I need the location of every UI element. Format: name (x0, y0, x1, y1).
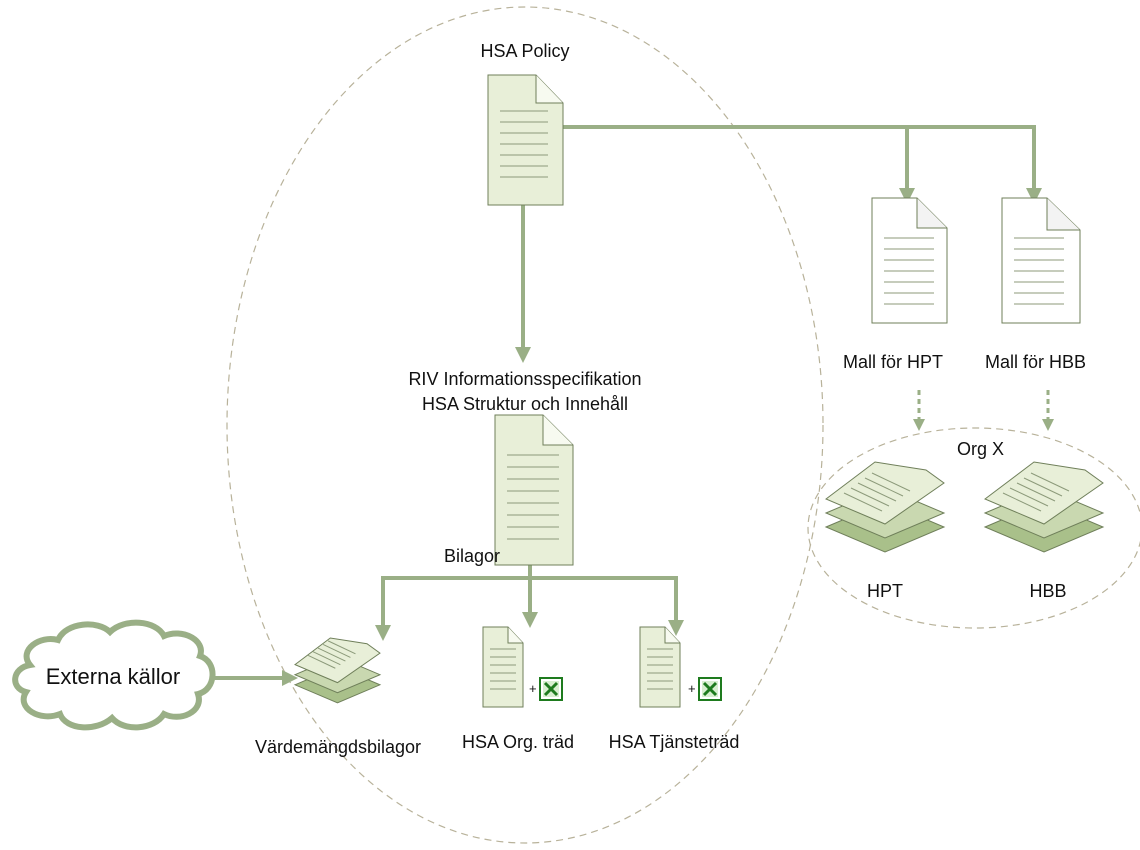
mall-hpt-node: Mall för HPT (843, 197, 948, 372)
mall-hbb-label: Mall för HBB (985, 352, 1086, 372)
document-stack-icon (983, 461, 1105, 553)
org-x-label: Org X (957, 439, 1004, 459)
hsa-org-trad-label: HSA Org. träd (462, 732, 574, 752)
hsa-tjanstetrad-node: + HSA Tjänsteträd (609, 626, 740, 752)
document-text-line (857, 482, 897, 502)
edge-riv-to-vardemangdsbilagor (375, 576, 530, 641)
document-icon (871, 197, 948, 324)
document-text-line (327, 640, 356, 655)
document-icon (494, 414, 574, 566)
excel-icon (698, 677, 722, 701)
document-text-line (1016, 482, 1056, 502)
document-text-line (850, 487, 890, 507)
document-text-line (1030, 472, 1070, 492)
document-icon (1001, 197, 1081, 324)
stack-layer-top (984, 461, 1104, 525)
document-text-line (312, 651, 341, 666)
document-text-line (307, 654, 336, 669)
document-icon (639, 626, 681, 708)
vardemangdsbilagor-node: Värdemängdsbilagor (255, 637, 421, 757)
org-x-ellipse (807, 427, 1140, 629)
plus-sign: + (529, 681, 537, 696)
document-text-line (1023, 477, 1063, 497)
hsa-org-trad-node: + HSA Org. träd (462, 626, 574, 752)
riv-spec-label-line1: RIV Informationsspecifikation (408, 369, 641, 389)
edges (215, 125, 1054, 686)
vardemangdsbilagor-label: Värdemängdsbilagor (255, 737, 421, 757)
document-text-line (1002, 492, 1042, 512)
externa-kallor-label: Externa källor (46, 664, 181, 689)
mall-hpt-label: Mall för HPT (843, 352, 943, 372)
document-text-line (871, 472, 911, 492)
hsa-policy-label: HSA Policy (480, 41, 569, 61)
hpt-node: HPT (824, 461, 946, 601)
excel-icon (539, 677, 563, 701)
document-text-line (843, 492, 883, 512)
riv-spec-label-line2: HSA Struktur och Innehåll (422, 394, 628, 414)
edge-riv-to-hsa-tjanstetrad (530, 576, 684, 636)
mall-hbb-node: Mall för HBB (985, 197, 1086, 372)
externa-kallor-node: Externa källor (12, 619, 216, 731)
hpt-label: HPT (867, 581, 903, 601)
plus-sign: + (688, 681, 696, 696)
stack-layer-top (294, 637, 381, 684)
stack-layer-top (825, 461, 945, 525)
excel-icon-x (702, 681, 718, 697)
hbb-node: HBB (983, 461, 1105, 601)
hsa-tjanstetrad-label: HSA Tjänsteträd (609, 732, 740, 752)
document-text-line (864, 477, 904, 497)
bilagor-label: Bilagor (444, 546, 500, 566)
hsa-policy-node: HSA Policy (480, 41, 570, 206)
document-icon (482, 626, 524, 708)
document-stack-icon (824, 461, 946, 553)
riv-spec-node: RIV Informationsspecifikation HSA Strukt… (408, 369, 641, 566)
main-scope-ellipse (226, 6, 824, 844)
document-stack-icon (293, 637, 382, 704)
document-icon (487, 74, 564, 206)
hbb-label: HBB (1029, 581, 1066, 601)
excel-icon-x (543, 681, 559, 697)
edge-policy-to-mall-hpt (563, 125, 915, 204)
edge-policy-to-mall-hbb (907, 125, 1042, 204)
document-text-line (322, 644, 351, 658)
document-text-line (1009, 487, 1049, 507)
cloud-icon (12, 619, 216, 731)
document-text-line (317, 647, 346, 662)
